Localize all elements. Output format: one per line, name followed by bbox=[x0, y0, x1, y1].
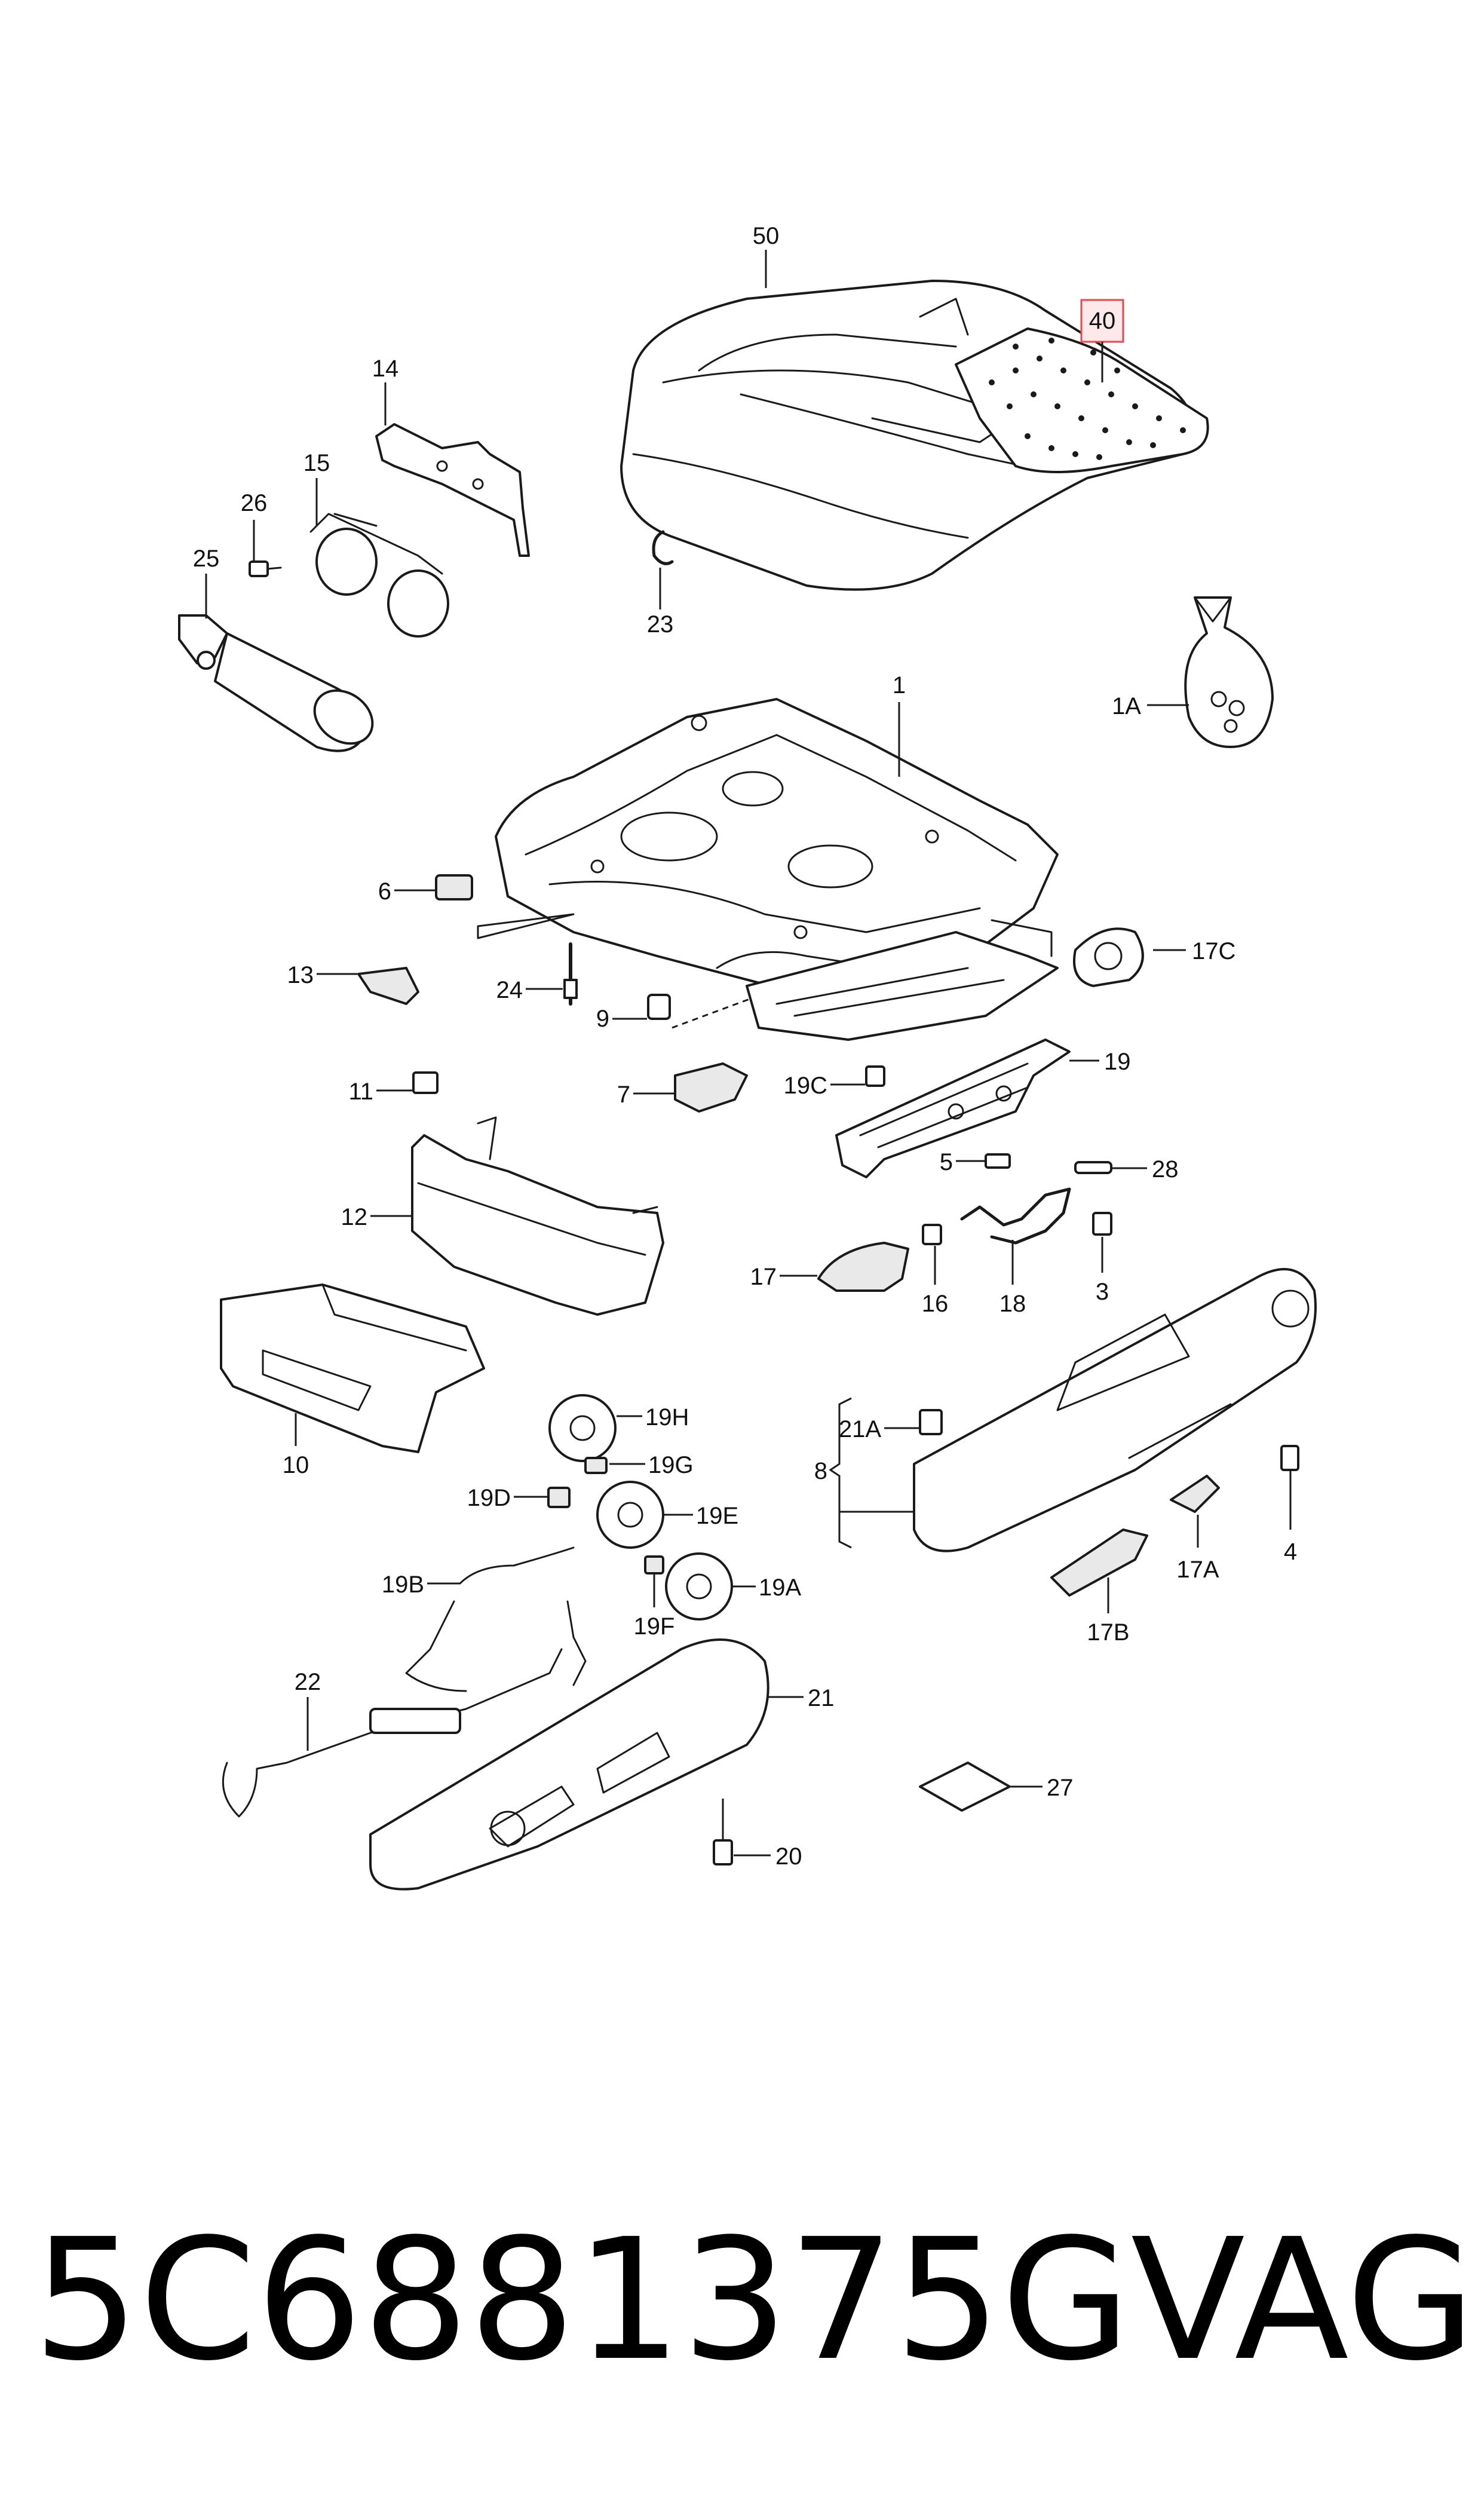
screw-4-part bbox=[1280, 1445, 1299, 1471]
callout-3: 3 bbox=[1096, 1279, 1109, 1305]
brand-name: VAG bbox=[1130, 2203, 1476, 2398]
callout-24: 24 bbox=[496, 977, 523, 1003]
heating-pad-part bbox=[955, 327, 1209, 473]
callout-19A: 19A bbox=[759, 1574, 801, 1601]
callout-19B: 19B bbox=[382, 1572, 424, 1598]
callout-13: 13 bbox=[287, 962, 314, 988]
handle-17-part bbox=[817, 1242, 909, 1292]
callout-10: 10 bbox=[283, 1452, 309, 1478]
callout-40: 40 bbox=[1089, 308, 1116, 334]
bracket-18-part bbox=[960, 1187, 1071, 1245]
callout-19E: 19E bbox=[696, 1503, 738, 1529]
callout-17A: 17A bbox=[1176, 1557, 1219, 1583]
spring-28-part bbox=[1074, 1161, 1112, 1174]
screw-24-part bbox=[563, 942, 578, 1006]
callout-16: 16 bbox=[922, 1291, 949, 1317]
adjuster-19-part bbox=[835, 1039, 1071, 1178]
callout-19C: 19C bbox=[784, 1073, 827, 1099]
callout-1: 1 bbox=[893, 672, 906, 699]
clip-part bbox=[652, 530, 674, 565]
callout-5: 5 bbox=[940, 1149, 953, 1175]
callout-17B: 17B bbox=[1087, 1619, 1129, 1646]
callout-19D: 19D bbox=[467, 1485, 511, 1511]
cover-17A-part bbox=[1170, 1475, 1220, 1513]
bag-part bbox=[1184, 596, 1274, 748]
callout-8: 8 bbox=[814, 1458, 827, 1484]
clip-11-part bbox=[412, 1071, 439, 1094]
callout-11: 11 bbox=[348, 1079, 373, 1105]
part-19F bbox=[644, 1555, 664, 1574]
callout-25: 25 bbox=[193, 546, 220, 572]
callout-18: 18 bbox=[999, 1291, 1026, 1317]
drawer-10-part bbox=[220, 1283, 485, 1453]
footer: 5C6881375G VAG bbox=[33, 2203, 1476, 2398]
cable-19B-part bbox=[405, 1546, 575, 1692]
callout-17C: 17C bbox=[1192, 938, 1235, 964]
callout-6: 6 bbox=[378, 878, 391, 905]
callout-26: 26 bbox=[241, 490, 268, 516]
screw-9-part bbox=[647, 994, 671, 1020]
callout-50: 50 bbox=[753, 223, 780, 249]
callout-19H: 19H bbox=[645, 1404, 689, 1430]
side-trim-8-part bbox=[913, 1268, 1317, 1552]
side-trim-21-part bbox=[369, 1638, 769, 1891]
seat-rail-part bbox=[477, 913, 1059, 1041]
connector-part bbox=[435, 874, 473, 900]
bracket-8 bbox=[829, 1397, 852, 1549]
callout-4: 4 bbox=[1284, 1539, 1297, 1565]
callout-21: 21 bbox=[808, 1685, 835, 1711]
wiring-22-part bbox=[222, 1600, 587, 1818]
callout-15: 15 bbox=[303, 450, 330, 476]
pad-27-part bbox=[919, 1762, 1011, 1812]
callout-12: 12 bbox=[341, 1204, 368, 1230]
cover-7-part bbox=[674, 1062, 748, 1113]
callout-21A: 21A bbox=[839, 1416, 881, 1442]
callout-22: 22 bbox=[295, 1669, 321, 1695]
clamp-part bbox=[309, 513, 449, 638]
gear-19A-part bbox=[665, 1552, 733, 1621]
screw-3-part bbox=[1092, 1212, 1112, 1236]
part-number: 5C6881375G bbox=[33, 2203, 1131, 2398]
gas-cylinder-part bbox=[178, 614, 374, 752]
clip-21A-part bbox=[919, 1409, 943, 1435]
bracket-part bbox=[375, 423, 530, 557]
motor-17C-part bbox=[1073, 927, 1144, 987]
callout-19F: 19F bbox=[634, 1613, 675, 1640]
bolt-part bbox=[249, 560, 282, 577]
callout-19G: 19G bbox=[648, 1452, 694, 1478]
callout-14: 14 bbox=[372, 356, 399, 382]
callout-1A: 1A bbox=[1112, 693, 1141, 719]
highlight-box-40 bbox=[1080, 299, 1124, 343]
gear-19E-part bbox=[596, 1481, 664, 1549]
part-19D bbox=[547, 1487, 571, 1508]
housing-12-part bbox=[411, 1116, 664, 1316]
callout-17: 17 bbox=[750, 1264, 777, 1290]
callout-28: 28 bbox=[1152, 1156, 1179, 1183]
screw-5-part bbox=[985, 1153, 1011, 1169]
callout-27: 27 bbox=[1047, 1775, 1074, 1801]
cover-17B-part bbox=[1050, 1528, 1148, 1597]
callout-20: 20 bbox=[775, 1843, 802, 1870]
callout-9: 9 bbox=[596, 1006, 609, 1032]
callout-23: 23 bbox=[647, 611, 674, 638]
clip-16-part bbox=[922, 1224, 942, 1245]
screw-20-part bbox=[713, 1839, 733, 1865]
part-19G bbox=[584, 1457, 608, 1474]
callout-19: 19 bbox=[1104, 1049, 1131, 1075]
callout-7: 7 bbox=[617, 1082, 630, 1108]
gear-19H-part bbox=[548, 1394, 617, 1462]
cover-13-part bbox=[357, 967, 419, 1005]
